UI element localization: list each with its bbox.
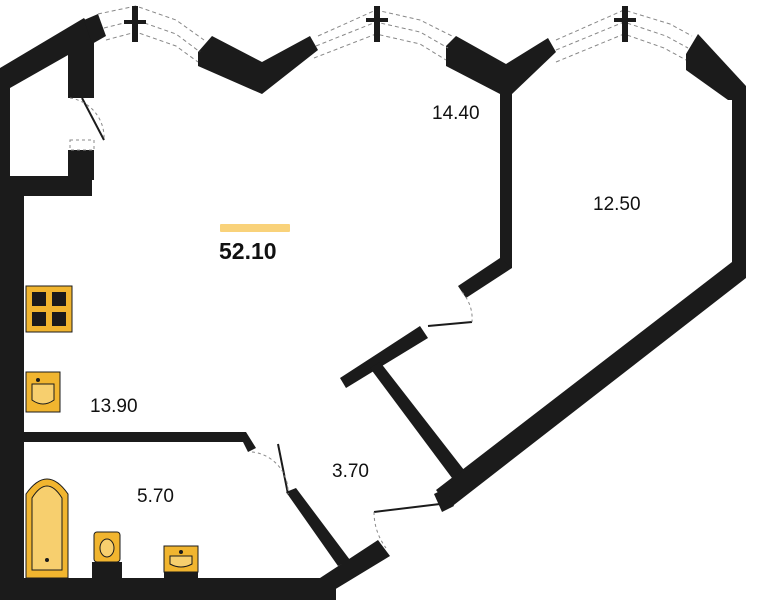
door-bathroom [251, 443, 289, 495]
windows [97, 5, 693, 63]
wall-loggia-bottom [10, 176, 92, 196]
interior-walls [24, 90, 512, 566]
wall-left-inner [10, 176, 24, 600]
doors [69, 97, 473, 549]
wall-bathroom-diag [286, 488, 350, 566]
kitchen-sink-icon [25, 371, 61, 413]
wall-loggia-column-low [68, 150, 94, 180]
room-area-hall: 14.40 [432, 103, 480, 124]
exterior-walls [0, 14, 746, 600]
fixtures [25, 285, 199, 579]
wall-left [0, 68, 10, 600]
wall-facade-3 [446, 36, 556, 94]
room-area-corridor: 3.70 [332, 461, 369, 482]
wall-right [732, 86, 746, 266]
wall-partition-diag-1 [458, 258, 512, 298]
room-area-kitchen: 13.90 [90, 396, 138, 417]
wall-partition-diag-2 [340, 326, 428, 388]
total-area-accent-bar [220, 224, 290, 232]
toilet-icon [92, 531, 122, 578]
wall-bathroom-top [24, 432, 246, 442]
bathtub-icon [25, 478, 69, 579]
door-entrance [373, 503, 441, 549]
wall-partition-vertical [500, 90, 512, 268]
room-area-bathroom: 5.70 [137, 486, 174, 507]
wall-bottom [10, 578, 336, 600]
wall-entrance-stub [434, 488, 454, 512]
wall-facade-2 [198, 36, 318, 94]
wall-facade-4 [686, 34, 746, 100]
wall-facade-1 [84, 14, 106, 44]
wall-loggia-column [68, 34, 94, 98]
stove-icon [25, 285, 73, 333]
room-area-bedroom: 12.50 [593, 194, 641, 215]
door-loggia [69, 97, 105, 151]
window-mullions [124, 6, 636, 42]
wall-diagonal-entrance [320, 540, 390, 590]
wall-corridor [370, 362, 464, 478]
wall-bathroom-corner [238, 432, 256, 452]
wall-diagonal-right [436, 262, 746, 508]
bathroom-sink-icon [163, 545, 199, 578]
total-area-label: 52.10 [219, 238, 277, 264]
door-bedroom [427, 291, 473, 327]
